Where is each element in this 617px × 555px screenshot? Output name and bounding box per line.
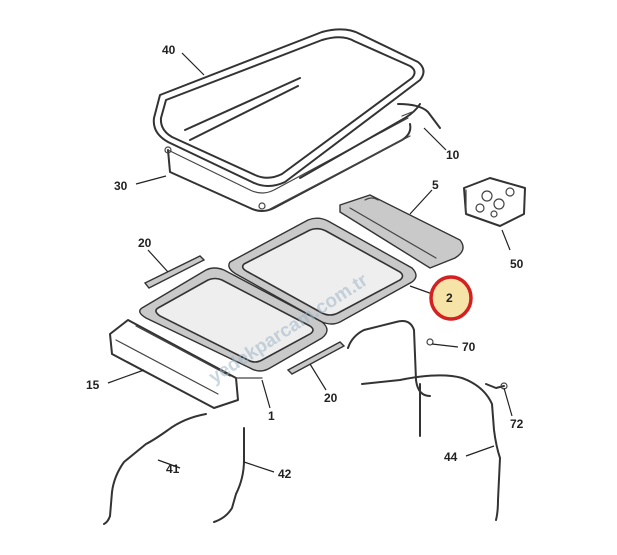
label-15: 15 [86, 378, 100, 392]
part-41-hose [103, 413, 207, 525]
part-5-sun-blind [339, 194, 464, 269]
part-40-seal-frame [152, 28, 425, 187]
part-70-hose [347, 320, 434, 437]
label-20-lower: 20 [324, 391, 338, 405]
label-1: 1 [268, 409, 275, 423]
label-44: 44 [444, 450, 458, 464]
part-labels: 40 10 30 5 50 20 2 70 15 1 20 72 44 41 4… [86, 43, 524, 481]
label-70: 70 [462, 340, 476, 354]
label-10: 10 [446, 148, 460, 162]
part-2-rear-glass [228, 217, 417, 325]
label-50: 50 [510, 257, 524, 271]
highlight-circle [429, 275, 473, 321]
label-41: 41 [166, 462, 180, 476]
label-2: 2 [446, 291, 453, 305]
label-42: 42 [278, 467, 292, 481]
part-50-motor [463, 177, 526, 227]
label-72: 72 [510, 417, 524, 431]
label-30: 30 [114, 179, 128, 193]
leader-lines [107, 52, 513, 473]
label-5: 5 [432, 178, 439, 192]
part-1-front-glass [139, 267, 328, 372]
part-15-front-member [109, 319, 263, 409]
label-40: 40 [162, 43, 176, 57]
part-30-frame [164, 77, 421, 212]
part-20-strip-upper [143, 255, 206, 289]
part-10-rod [397, 103, 441, 129]
part-20-strip-lower [286, 341, 346, 375]
part-42-hose [213, 427, 245, 523]
part-44-hose [361, 374, 508, 521]
label-20-upper: 20 [138, 236, 152, 250]
